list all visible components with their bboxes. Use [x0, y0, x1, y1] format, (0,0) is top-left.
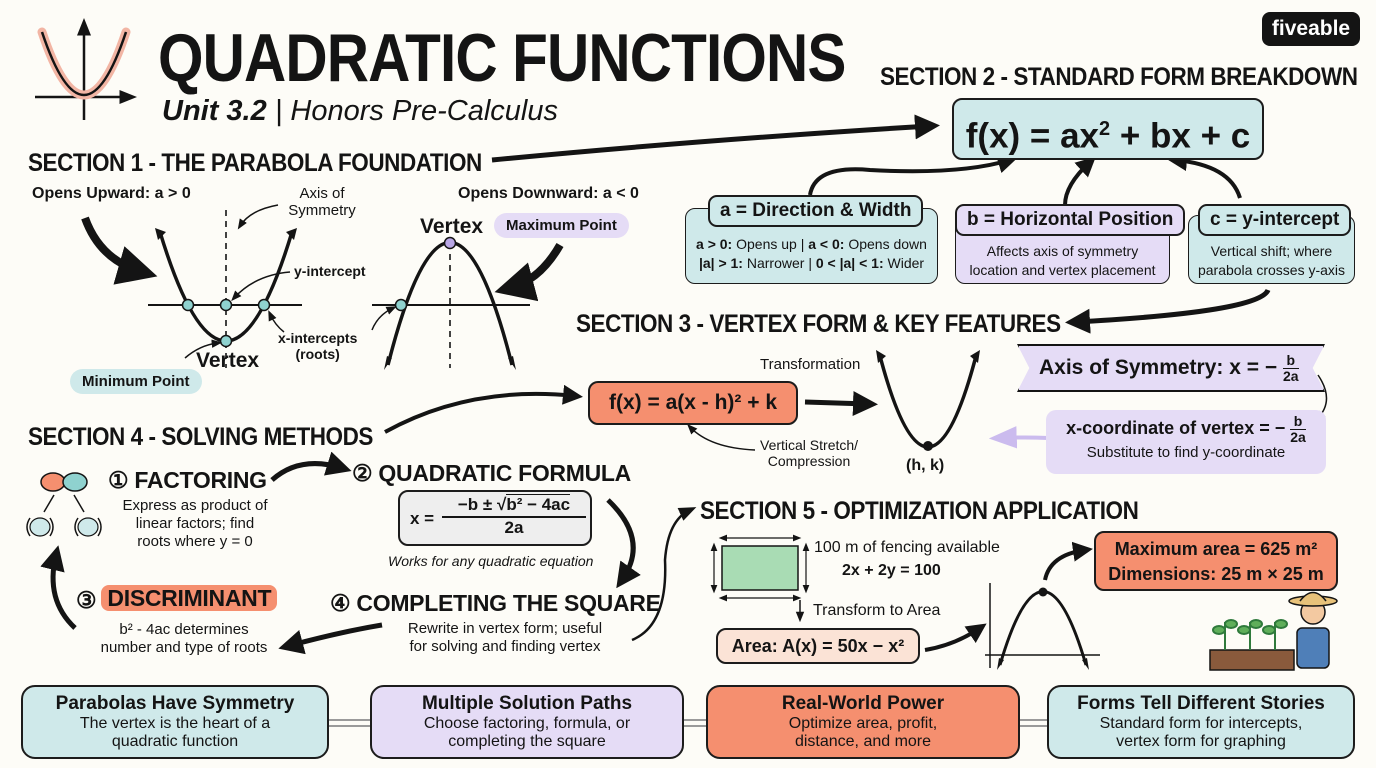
factoring-heading: ① FACTORING — [108, 467, 267, 493]
arrow-completing-to-discriminant — [278, 622, 383, 655]
takeaway-forms: Forms Tell Different Stories Standard fo… — [1047, 685, 1355, 759]
section2-title: SECTION 2 - STANDARD FORM BREAKDOWN — [880, 63, 1358, 91]
page-title: QUADRATIC FUNCTIONS — [158, 20, 846, 96]
quadratic-formula-note: Works for any quadratic equation — [388, 553, 594, 569]
opens-downward-label: Opens Downward: a < 0 — [458, 185, 639, 202]
arrow-section2-to-section3 — [1065, 288, 1271, 334]
quadratic-formula-box: x = −b ± √b² − 4ac 2a — [398, 490, 592, 546]
subtitle-separator: | — [274, 95, 283, 127]
fiveable-logo[interactable]: fiveable — [1262, 12, 1360, 46]
fencing-label: 100 m of fencing available — [814, 539, 1000, 556]
page-subtitle: Unit 3.2 | Honors Pre-Calculus — [162, 95, 558, 128]
arrow-a-to-formula — [808, 153, 1018, 196]
substitute-note: Substitute to find y-coordinate — [1086, 444, 1286, 462]
takeaway-real-world: Real-World Power Optimize area, profit, … — [706, 685, 1020, 759]
maximum-point-badge: Maximum Point — [494, 213, 629, 238]
minimum-point-badge: Minimum Point — [70, 369, 202, 394]
a-line-1: a > 0: Opens up | a < 0: Opens down — [696, 236, 927, 252]
unit-label: Unit 3.2 — [162, 95, 267, 127]
coefficient-a-heading: a = Direction & Width — [708, 195, 924, 227]
upward-parabola-graph — [81, 204, 302, 368]
optimization-result-box: Maximum area = 625 m² Dimensions: 25 m ×… — [1094, 531, 1338, 591]
arrow-completing-to-section5 — [631, 507, 697, 642]
vertex-form-formula: f(x) = a(x - h)² + k — [588, 381, 798, 425]
arrow-stretch-to-vertex-form — [687, 423, 756, 451]
section5-title: SECTION 5 - OPTIMIZATION APPLICATION — [700, 497, 1139, 525]
arrow-discriminant-to-factoring — [40, 545, 77, 630]
section3-title: SECTION 3 - VERTEX FORM & KEY FEATURES — [576, 310, 1061, 338]
takeaway-symmetry: Parabolas Have Symmetry The vertex is th… — [21, 685, 329, 759]
completing-square-description: Rewrite in vertex form; useful for solvi… — [407, 620, 603, 655]
arrow-vertex-form-to-graph — [804, 391, 878, 417]
transform-to-area-label: Transform to Area — [813, 602, 941, 619]
section4-title: SECTION 4 - SOLVING METHODS — [28, 423, 373, 451]
perimeter-equation: 2x + 2y = 100 — [842, 562, 941, 579]
discriminant-description: b² - 4ac determines number and type of r… — [100, 621, 268, 656]
completing-square-heading: ④ COMPLETING THE SQUARE — [330, 590, 661, 616]
quadratic-formula-heading: ② QUADRATIC FORMULA — [352, 460, 631, 486]
brand-name: fiveable — [1271, 17, 1351, 40]
arrow-graph-to-result — [1043, 541, 1093, 581]
course-label: Honors Pre-Calculus — [290, 95, 558, 127]
takeaway-solution-paths: Multiple Solution Paths Choose factoring… — [370, 685, 684, 759]
fence-rectangle-diagram — [710, 534, 810, 623]
arrow-formula-to-completing — [606, 498, 641, 589]
vertex-hk-label: (h, k) — [906, 457, 945, 474]
vertex-label-up: Vertex — [196, 349, 260, 372]
a-line-2: |a| > 1: Narrower | 0 < |a| < 1: Wider — [698, 254, 925, 271]
transformation-label: Transformation — [760, 356, 861, 373]
discriminant-heading: ③ DISCRIMINANT — [76, 585, 278, 613]
arrow-area-to-graph — [924, 623, 987, 652]
opens-upward-label: Opens Upward: a > 0 — [32, 185, 191, 202]
arrow-b-to-formula — [1063, 156, 1096, 206]
downward-parabola-graph — [371, 236, 564, 370]
coefficient-c-heading: c = y-intercept — [1198, 204, 1352, 236]
section1-title: SECTION 1 - THE PARABOLA FOUNDATION — [28, 149, 482, 177]
area-parabola-graph — [985, 583, 1100, 670]
arrow-xcoord-to-graph — [988, 426, 1049, 449]
vertical-stretch-label: Vertical Stretch/ Compression — [760, 437, 859, 470]
parabola-logo-icon — [35, 18, 137, 120]
standard-form-formula: f(x) = ax2 + bx + c — [952, 98, 1264, 160]
arrow-factoring-to-formula — [270, 451, 352, 482]
area-function-box: Area: A(x) = 50x − x² — [716, 628, 920, 664]
arrow-c-to-formula — [1167, 151, 1242, 199]
vertex-label-down: Vertex — [420, 215, 484, 238]
axis-of-symmetry-label: Axis of Symmetry — [288, 185, 356, 220]
factoring-description: Express as product of linear factors; fi… — [122, 497, 268, 550]
coefficient-b-heading: b = Horizontal Position — [955, 204, 1186, 236]
arrow-section4-to-vertex-form — [384, 384, 583, 434]
farmer-illustration — [1209, 591, 1338, 671]
factoring-icon — [26, 472, 102, 537]
x-intercepts-label: x-intercepts (roots) — [278, 330, 358, 363]
vertex-form-parabola-graph — [876, 350, 980, 451]
arrow-section1-to-section2 — [491, 114, 940, 163]
y-intercept-label: y-intercept — [294, 263, 366, 279]
